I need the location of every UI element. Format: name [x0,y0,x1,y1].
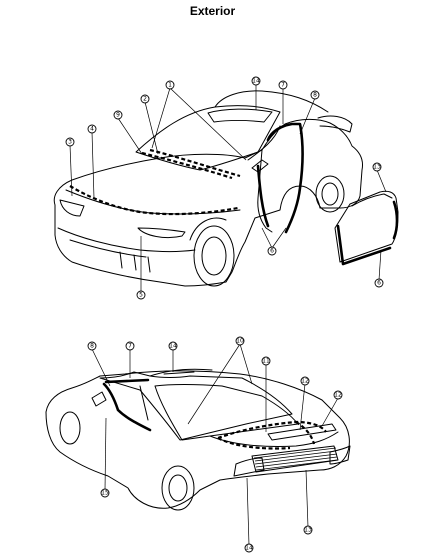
callout-8-front-marker: 8 [310,90,320,100]
callout-9-label: 9 [116,112,120,119]
detached-door [334,190,399,266]
front-car-body [53,118,363,287]
callout-10-label: 10 [236,338,244,345]
callout-1-label: 1 [168,82,172,89]
callout-3-marker: 3 [65,137,75,147]
callout-11-marker: 11 [261,356,271,366]
callout-13-door-marker: 13 [372,162,382,172]
callout-6-front-marker: 6 [267,246,277,256]
callout-13-rear-label: 13 [304,527,312,534]
callout-6-front-label: 6 [270,248,274,255]
callout-14-front-label: 14 [252,78,260,85]
callout-5-label: 5 [139,292,143,299]
callout-11-label: 11 [262,358,270,365]
callout-14-rear-bottom-label: 14 [245,545,253,552]
callout-12-trunk-label: 12 [301,378,309,385]
callout-6-door-label: 6 [377,280,381,287]
callout-7-front-marker: 7 [278,80,288,90]
callout-3-label: 3 [68,139,72,146]
trunk-lid-seal [217,420,327,450]
callout-12-trunk-marker: 12 [300,376,310,386]
callout-15-marker: 15 [100,488,110,498]
callout-5-marker: 5 [136,290,146,300]
callout-14-rear-top-label: 14 [169,343,177,350]
callout-8-front-label: 8 [313,92,317,99]
callout-13-door-label: 13 [373,164,381,171]
callout-4-marker: 4 [87,124,97,134]
rear-car-view [45,368,351,511]
leader-lines [69,84,387,546]
callout-7-front-label: 7 [281,82,285,89]
callout-13-rear-marker: 13 [303,525,313,535]
callout-15-label: 15 [101,490,109,497]
diagram-title: Exterior [189,4,236,18]
callout-1-marker: 1 [165,80,175,90]
callout-8-rear-marker: 8 [87,341,97,351]
callout-14-front-marker: 14 [251,76,261,86]
callout-14-rear-top-marker: 14 [168,341,178,351]
callout-6-door-marker: 6 [374,278,384,288]
callout-2-marker: 2 [140,94,150,104]
license-panel-seal [253,447,338,471]
callout-4-label: 4 [90,126,94,133]
hood-seal [69,185,239,216]
door-weatherstrip [336,200,399,266]
callout-7-rear-marker: 7 [125,341,135,351]
rear-window-weatherstrip [102,378,152,432]
callout-8-rear-label: 8 [90,343,94,350]
callout-7-rear-label: 7 [128,343,132,350]
callout-2-label: 2 [143,96,147,103]
callout-12-label: 12 [334,392,342,399]
front-door-opening-weatherstrip [266,122,304,234]
callout-12-marker: 12 [333,390,343,400]
callout-10-marker: 10 [235,336,245,346]
front-car-view [53,90,363,287]
callout-14-rear-bottom-marker: 14 [244,543,254,553]
callout-9-marker: 9 [113,110,123,120]
